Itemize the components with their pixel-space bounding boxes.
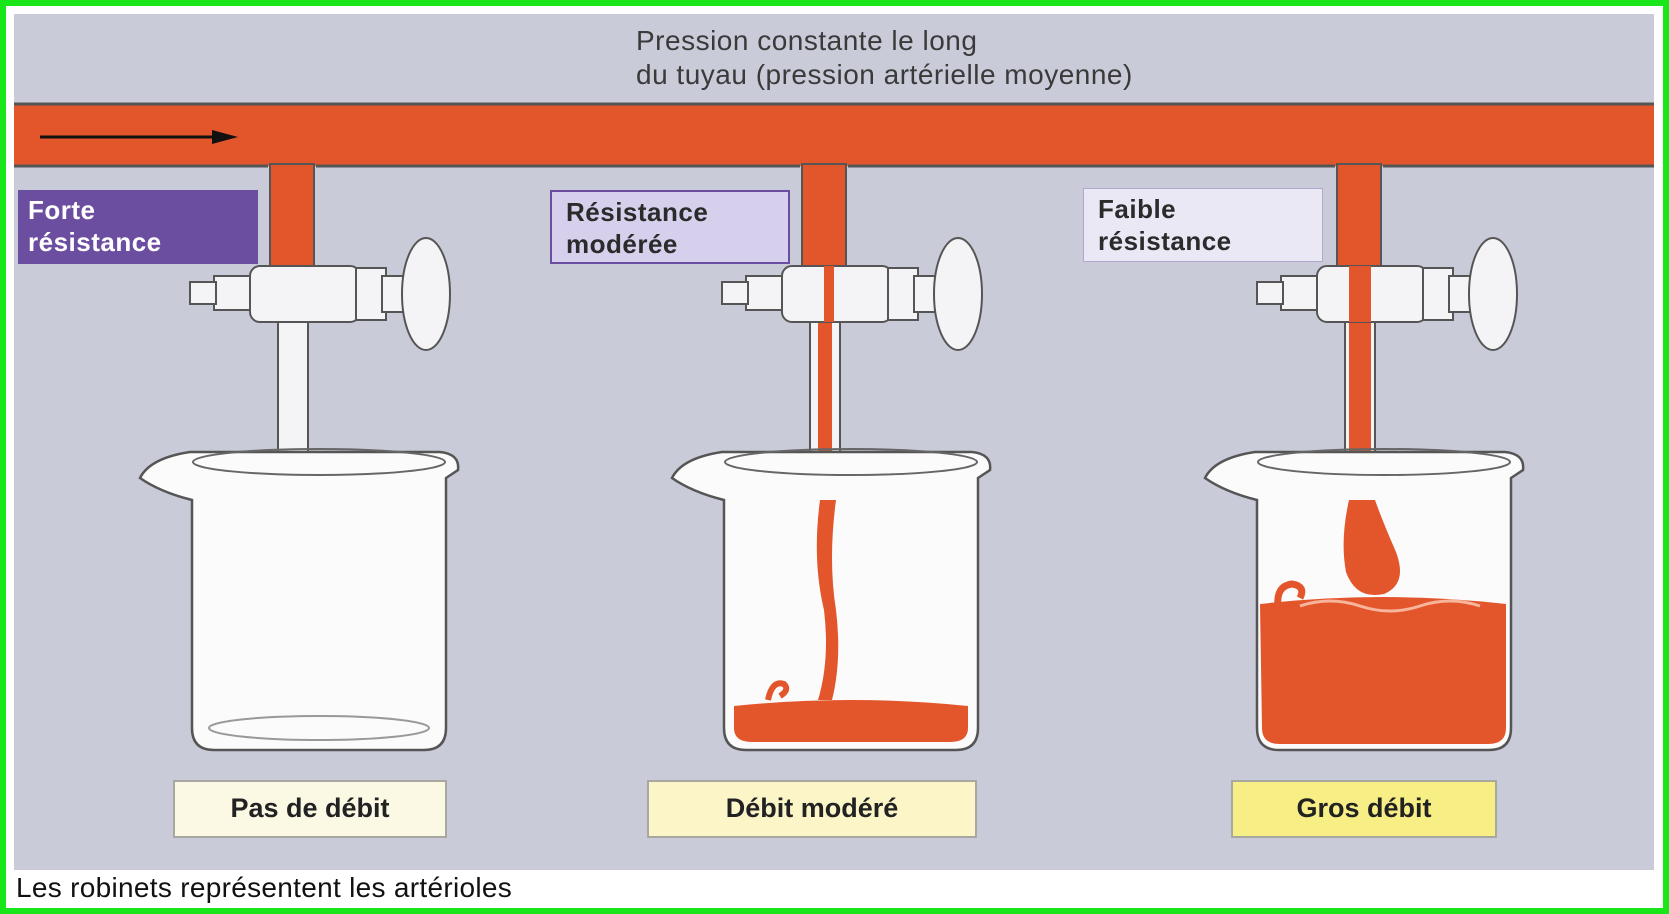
caption: Les robinets représentent les artérioles: [16, 872, 513, 903]
resistance-label-line-2: résistance: [28, 227, 162, 257]
resistance-label-line-1: Forte: [28, 195, 96, 225]
valve-icon: [721, 163, 983, 509]
resistance-label-moderate: Résistance modérée: [550, 190, 790, 264]
beaker-icon: [138, 448, 460, 752]
diagram-title: Pression constante le long du tuyau (pre…: [636, 24, 1133, 92]
flow-label-none: Pas de débit: [173, 780, 447, 838]
flow-label-large: Gros débit: [1231, 780, 1497, 838]
title-line-1: Pression constante le long: [636, 25, 978, 56]
beaker-icon: [670, 448, 992, 752]
main-pipe: [14, 102, 1654, 168]
beaker-icon: [1203, 448, 1525, 752]
pipe-fluid: [14, 104, 1654, 166]
resistance-label-line-2: modérée: [566, 229, 678, 259]
resistance-label-line-1: Résistance: [566, 197, 709, 227]
resistance-label-line-2: résistance: [1098, 226, 1232, 256]
flow-arrow-icon: [40, 130, 238, 144]
resistance-label-strong: Forte résistance: [18, 190, 258, 264]
resistance-label-line-1: Faible: [1098, 194, 1177, 224]
title-line-2: du tuyau (pression artérielle moyenne): [636, 59, 1133, 90]
resistance-label-weak: Faible résistance: [1083, 188, 1323, 262]
flow-label-moderate: Débit modéré: [647, 780, 977, 838]
